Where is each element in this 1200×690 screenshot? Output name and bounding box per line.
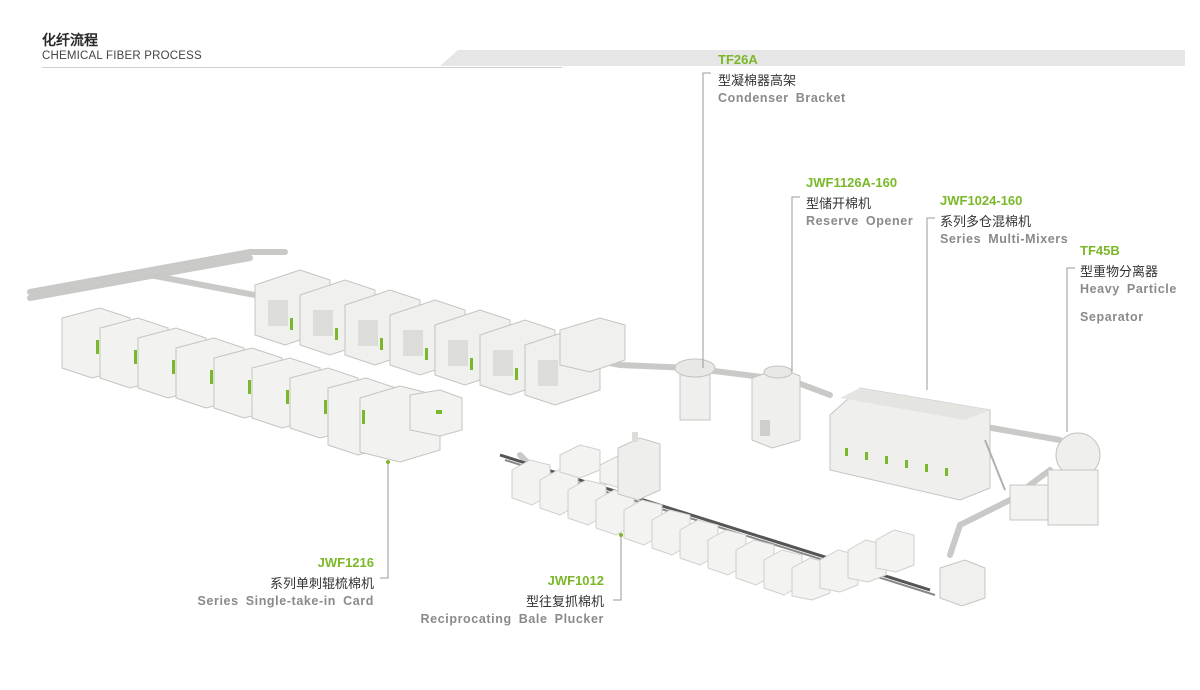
callout-dot-plucker <box>619 533 623 537</box>
page-title: 化纤流程 <box>42 33 98 49</box>
callout-code: TF45B <box>1080 243 1120 258</box>
callout-jwf1126a: JWF1126A-160 型储开棉机 Reserve Opener <box>806 175 913 228</box>
callout-code: TF26A <box>718 52 758 67</box>
callout-jwf1024: JWF1024-160 系列多仓混棉机 Series Multi-Mixers <box>940 193 1068 246</box>
card-machines-back-row <box>254 269 626 406</box>
callout-cn: 型往复抓棉机 <box>525 595 604 610</box>
condenser-bracket <box>674 358 716 421</box>
header-decor-bar <box>440 50 1185 66</box>
callout-cn: 型储开棉机 <box>806 197 872 212</box>
callout-dot-card <box>386 460 390 464</box>
callout-en: Reciprocating Bale Plucker <box>420 612 604 626</box>
callout-code: JWF1024-160 <box>940 193 1023 208</box>
callout-jwf1216: JWF1216 系列单刺辊梳棉机 Series Single-take-in C… <box>197 555 374 608</box>
callout-en-line1: Heavy Particle <box>1080 282 1177 296</box>
callout-code: JWF1216 <box>317 555 374 570</box>
callout-cn: 型重物分离器 <box>1080 265 1159 280</box>
callout-tf26a: TF26A 型凝棉器高架 Condenser Bracket <box>718 52 846 105</box>
callout-code: JWF1012 <box>547 573 604 588</box>
page-subtitle: CHEMICAL FIBER PROCESS <box>42 50 202 62</box>
callout-cn: 型凝棉器高架 <box>718 74 797 89</box>
callout-tf45b: TF45B 型重物分离器 Heavy Particle Separator <box>1080 243 1177 324</box>
callout-en: Series Multi-Mixers <box>940 232 1069 246</box>
leader-lines <box>380 72 1075 601</box>
reserve-opener <box>751 365 801 449</box>
callout-cn: 系列多仓混棉机 <box>940 215 1032 230</box>
header-divider <box>42 67 562 68</box>
heavy-particle-separator <box>1009 432 1101 526</box>
bale-plucker <box>499 432 986 607</box>
callout-code: JWF1126A-160 <box>806 175 898 190</box>
card-machines-front-row <box>61 307 463 463</box>
multi-mixer <box>829 387 1006 501</box>
callout-en: Reserve Opener <box>806 214 914 228</box>
callout-cn: 系列单刺辊梳棉机 <box>269 577 374 592</box>
callout-en: Series Single-take-in Card <box>197 594 374 608</box>
callout-en: Condenser Bracket <box>718 91 846 105</box>
callout-jwf1012: JWF1012 型往复抓棉机 Reciprocating Bale Plucke… <box>421 573 604 626</box>
callout-en-line2: Separator <box>1080 310 1144 324</box>
